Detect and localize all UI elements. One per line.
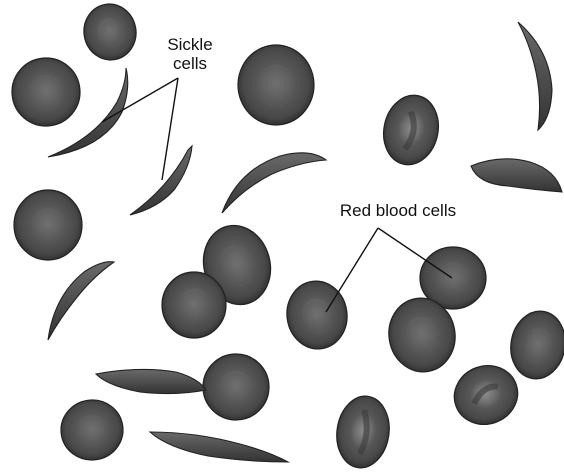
red-blood-cell (377, 90, 444, 170)
red-blood-cell (203, 354, 269, 420)
sickle-cells-label: Sickle cells (150, 35, 230, 73)
sickle-cell (96, 369, 206, 393)
red-blood-cell (238, 45, 314, 125)
sickle-label-line2: cells (150, 54, 230, 73)
red-blood-cell (9, 55, 83, 129)
sickle-cell (48, 262, 114, 340)
red-blood-cells-label: Red blood cells (308, 201, 488, 220)
red-blood-cell-group (9, 0, 564, 471)
red-blood-cell (80, 0, 141, 64)
red-blood-cell (446, 357, 526, 433)
red-blood-cell (57, 396, 127, 464)
red-blood-cell (162, 272, 226, 338)
sickle-cell (471, 159, 562, 192)
sickle-leader-line (162, 78, 178, 180)
sickle-cell (150, 432, 288, 462)
red-blood-cell (332, 393, 394, 471)
rbc-leader-line (326, 228, 378, 312)
sickle-leader-line (102, 78, 178, 122)
red-blood-cell (14, 190, 82, 260)
sickle-label-line1: Sickle (150, 35, 230, 54)
red-blood-cell (506, 307, 564, 383)
sickle-cell (130, 146, 192, 215)
sickle-cell (518, 22, 552, 130)
